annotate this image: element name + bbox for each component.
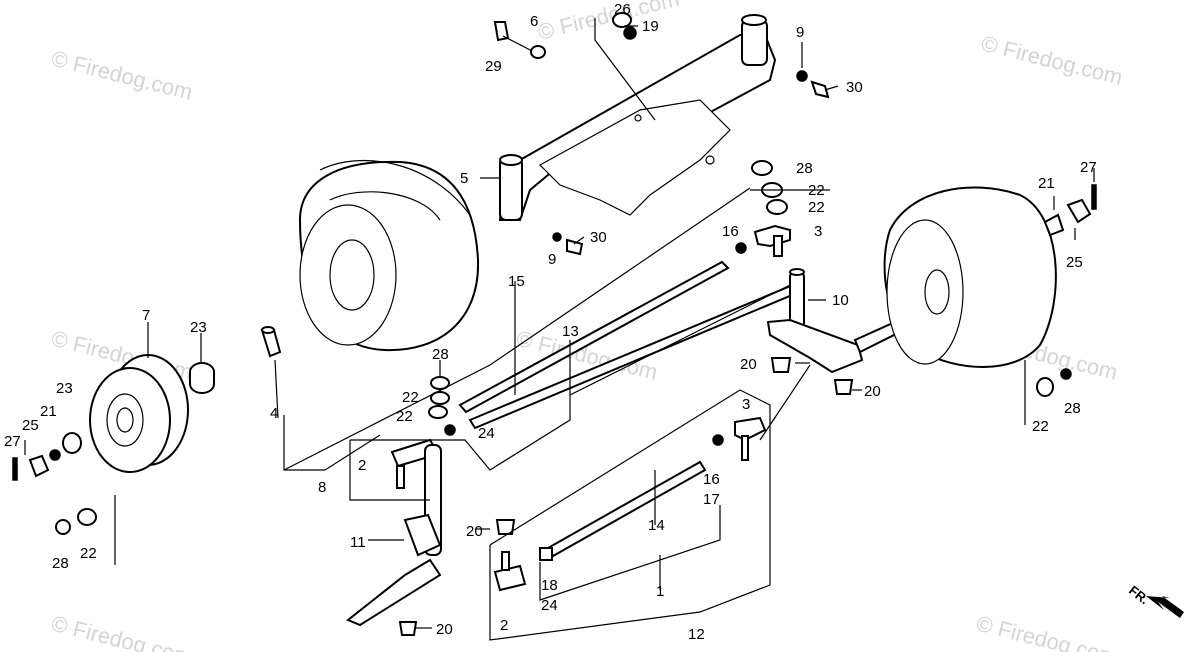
callout: 4 [270, 405, 278, 422]
callout: 22 [80, 545, 97, 562]
tie-rod [468, 280, 806, 430]
left-front-tire [298, 159, 480, 352]
callout: 8 [318, 479, 326, 496]
washers-right-stack [751, 160, 788, 215]
callout: 13 [562, 323, 579, 340]
callout: 29 [485, 58, 502, 75]
callout: 15 [508, 273, 525, 290]
drag-link [546, 460, 707, 558]
callout: 30 [846, 79, 863, 96]
callout: 2 [500, 617, 508, 634]
left-wheel-rim [89, 354, 189, 473]
callout: 10 [832, 292, 849, 309]
valve-stem [260, 326, 282, 358]
right-front-tire [883, 186, 1057, 368]
tie-rod-end-lower-right [712, 416, 767, 461]
callout: 27 [4, 433, 21, 450]
watermark: © Firedog.com [974, 611, 1120, 652]
callout: 22 [1032, 418, 1049, 435]
callout: 16 [722, 223, 739, 240]
castle-nuts [398, 357, 854, 636]
front-axle-beam [498, 14, 777, 221]
right-spindle [766, 268, 902, 374]
callout: 7 [142, 307, 150, 324]
callout: 3 [742, 396, 750, 413]
callout: 20 [864, 383, 881, 400]
callout: 9 [796, 24, 804, 41]
callout: 20 [436, 621, 453, 638]
callout: 17 [703, 491, 720, 508]
callout: 24 [478, 425, 495, 442]
axle-shaft [458, 260, 730, 414]
callout: 2 [358, 457, 366, 474]
callout: 3 [814, 223, 822, 240]
callout: 26 [614, 1, 631, 18]
callout: 19 [642, 18, 659, 35]
left-hub-hardware [12, 432, 82, 481]
front-direction-indicator: FR. [1126, 583, 1184, 618]
callout: 20 [466, 523, 483, 540]
callout: 28 [432, 346, 449, 363]
watermark: © Firedog.com [535, 0, 681, 45]
right-lower-nut-washer [1036, 368, 1072, 397]
callout: 22 [396, 408, 413, 425]
callout: 23 [56, 380, 73, 397]
callout: 24 [541, 597, 558, 614]
callout: 20 [740, 356, 757, 373]
callout: 28 [52, 555, 69, 572]
left-lower-nut-washer [55, 508, 97, 535]
right-hub-hardware [1043, 184, 1097, 237]
bolt-mid [552, 232, 584, 256]
pivot-bolt [493, 12, 637, 59]
callout: 22 [402, 389, 419, 406]
callout: 25 [1066, 254, 1083, 271]
bolt-right-upper [796, 70, 830, 99]
tie-rod-end-left [390, 424, 456, 489]
callout: 28 [1064, 400, 1081, 417]
callout: 22 [808, 199, 825, 216]
watermark: © Firedog.com [49, 46, 195, 105]
callout: 16 [703, 471, 720, 488]
callout-labels: 26 6 19 29 9 30 5 28 22 22 16 3 30 9 21 … [4, 1, 1097, 643]
leader-lines [24, 18, 1095, 641]
tie-rod-end-lower-left [493, 547, 553, 592]
direction-label: FR. [1126, 583, 1152, 608]
callout: 30 [590, 229, 607, 246]
washers-left-stack [428, 376, 450, 419]
arrow-icon [1146, 596, 1184, 618]
callout: 23 [190, 319, 207, 336]
callout: 21 [40, 403, 57, 420]
callout: 9 [548, 251, 556, 268]
callout: 5 [460, 170, 468, 187]
callout: 12 [688, 626, 705, 643]
left-spindle [346, 444, 442, 627]
callout: 28 [796, 160, 813, 177]
watermark: © Firedog.com [49, 611, 195, 652]
tie-rod-end-upper-right [735, 224, 791, 257]
callout: 1 [656, 583, 664, 600]
callout: 11 [350, 534, 366, 551]
callout: 18 [541, 577, 558, 594]
callout: 21 [1038, 175, 1055, 192]
callout: 14 [648, 517, 665, 534]
callout: 6 [530, 13, 538, 30]
wheel-bearing [189, 362, 215, 394]
callout: 22 [808, 182, 825, 199]
callout: 27 [1080, 159, 1097, 176]
watermark: © Firedog.com [979, 31, 1125, 90]
callout: 25 [22, 417, 39, 434]
